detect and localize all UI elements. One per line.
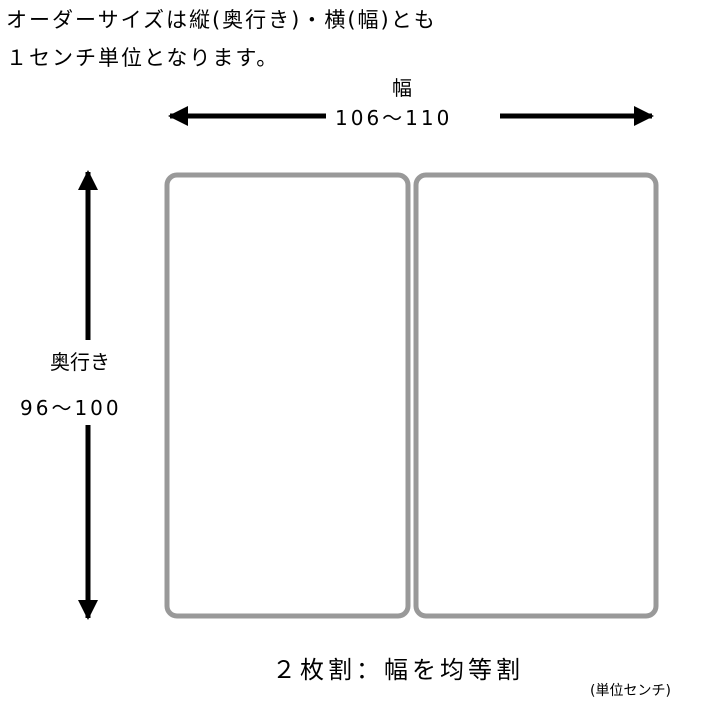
panel-right [413,172,659,619]
order-size-note-line2: １センチ単位となります。 [6,46,280,70]
depth-label: 奥行き [50,350,110,374]
panel-left [164,172,411,619]
width-range: 106〜110 [335,106,453,130]
split-caption: ２枚割：幅を均等割 [272,656,524,684]
width-label: 幅 [392,76,412,100]
depth-range: 96〜100 [20,396,122,420]
unit-note: (単位センチ) [590,683,671,699]
order-size-note-line1: オーダーサイズは縦(奥行き)・横(幅)とも [6,8,437,32]
